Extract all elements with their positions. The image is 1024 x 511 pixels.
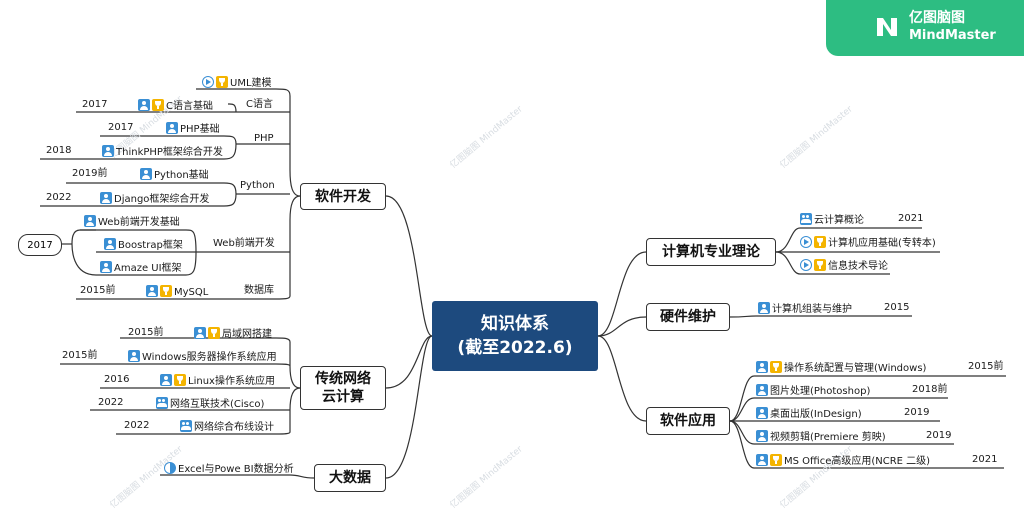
person-icon — [194, 327, 206, 339]
group-icon — [800, 213, 812, 225]
topic-php-basic[interactable]: PHP基础 — [166, 122, 220, 136]
branch-hardware[interactable]: 硬件维护 — [646, 303, 730, 331]
person-icon — [104, 238, 116, 250]
topic-uml[interactable]: UML建模 — [202, 76, 272, 90]
person-icon — [758, 302, 770, 314]
year-label: 2016 — [104, 374, 130, 385]
year-label: 2019前 — [72, 168, 108, 179]
trophy-icon — [770, 361, 782, 373]
play-circle-icon — [800, 259, 812, 271]
year-label: 2022 — [98, 397, 124, 408]
topic-lan[interactable]: 局域网搭建 — [194, 327, 272, 341]
branch-software-dev[interactable]: 软件开发 — [300, 183, 386, 210]
trophy-icon — [152, 99, 164, 111]
topic-premiere[interactable]: 视频剪辑(Premiere 剪映) — [756, 430, 886, 444]
branch-bigdata[interactable]: 大数据 — [314, 464, 386, 492]
trophy-icon — [174, 374, 186, 386]
year-label: 2015 — [884, 302, 910, 313]
topic-it-intro[interactable]: 信息技术导论 — [800, 259, 888, 273]
person-icon — [160, 374, 172, 386]
topic-python[interactable]: Python — [240, 180, 275, 191]
year-label: 2022 — [46, 192, 72, 203]
trophy-icon — [160, 285, 172, 297]
half-circle-icon — [164, 462, 176, 474]
person-icon — [756, 407, 768, 419]
year-label: 2021 — [972, 454, 998, 465]
topic-php[interactable]: PHP — [254, 133, 274, 144]
person-icon — [128, 350, 140, 362]
topic-python-basic[interactable]: Python基础 — [140, 168, 209, 182]
topic-amaze-ui[interactable]: Amaze UI框架 — [100, 261, 182, 275]
topic-cabling[interactable]: 网络综合布线设计 — [180, 420, 274, 434]
topic-django[interactable]: Django框架综合开发 — [100, 192, 209, 206]
topic-web-basic[interactable]: Web前端开发基础 — [84, 215, 180, 229]
person-icon — [84, 215, 96, 227]
person-icon — [138, 99, 150, 111]
person-icon — [756, 384, 768, 396]
topic-photoshop[interactable]: 图片处理(Photoshop) — [756, 384, 870, 398]
topic-c-basic[interactable]: C语言基础 — [138, 99, 213, 113]
topic-ms-office[interactable]: MS Office高级应用(NCRE 二级) — [756, 454, 930, 468]
year-label: 2017 — [108, 122, 134, 133]
topic-windows-server[interactable]: Windows服务器操作系统应用 — [128, 350, 277, 364]
trophy-icon — [814, 259, 826, 271]
person-icon — [756, 454, 768, 466]
year-label: 2021 — [898, 213, 924, 224]
topic-linux[interactable]: Linux操作系统应用 — [160, 374, 275, 388]
brand-badge: 亿图脑图 MindMaster — [826, 0, 1024, 56]
topic-bootstrap[interactable]: Boostrap框架 — [104, 238, 183, 252]
person-icon — [146, 285, 158, 297]
person-icon — [756, 430, 768, 442]
year-label: 2019 — [904, 407, 930, 418]
trophy-icon — [770, 454, 782, 466]
mindmaster-logo-icon — [877, 18, 897, 36]
year-label: 2022 — [124, 420, 150, 431]
year-label: 2017 — [82, 99, 108, 110]
person-icon — [166, 122, 178, 134]
brand-name-cn: 亿图脑图 — [909, 10, 965, 26]
play-circle-icon — [202, 76, 214, 88]
person-icon — [140, 168, 152, 180]
topic-cisco[interactable]: 网络互联技术(Cisco) — [156, 397, 264, 411]
topic-c-language[interactable]: C语言 — [246, 99, 273, 110]
topic-database[interactable]: 数据库 — [244, 285, 274, 296]
topic-computer-app-basic[interactable]: 计算机应用基础(专转本) — [800, 236, 936, 250]
topic-thinkphp[interactable]: ThinkPHP框架综合开发 — [102, 145, 223, 159]
branch-network-cloud[interactable]: 传统网络 云计算 — [300, 366, 386, 410]
person-icon — [100, 261, 112, 273]
year-label: 2015前 — [62, 350, 98, 361]
root-subtitle: (截至2022.6) — [457, 338, 573, 358]
year-label: 2018 — [46, 145, 72, 156]
branch-network-cloud-line1: 传统网络 — [315, 371, 371, 387]
group-icon — [156, 397, 168, 409]
trophy-icon — [814, 236, 826, 248]
group-icon — [180, 420, 192, 432]
play-circle-icon — [800, 236, 812, 248]
person-icon — [100, 192, 112, 204]
year-oval: 2017 — [18, 234, 62, 256]
topic-cloud-overview[interactable]: 云计算概论 — [800, 213, 864, 227]
brand-name-en: MindMaster — [909, 28, 996, 43]
trophy-icon — [216, 76, 228, 88]
root-topic[interactable]: 知识体系 (截至2022.6) — [432, 301, 598, 371]
root-title: 知识体系 — [481, 314, 549, 334]
person-icon — [102, 145, 114, 157]
year-label: 2018前 — [912, 384, 948, 395]
topic-indesign[interactable]: 桌面出版(InDesign) — [756, 407, 862, 421]
topic-assembly[interactable]: 计算机组装与维护 — [758, 302, 852, 316]
year-label: 2015前 — [80, 285, 116, 296]
year-label: 2015前 — [968, 361, 1004, 372]
topic-mysql[interactable]: MySQL — [146, 285, 208, 299]
branch-software-app[interactable]: 软件应用 — [646, 407, 730, 435]
topic-excel-powerbi[interactable]: Excel与Powe BI数据分析 — [164, 462, 294, 476]
year-label: 2015前 — [128, 327, 164, 338]
topic-web-frontend[interactable]: Web前端开发 — [213, 238, 275, 249]
branch-network-cloud-line2: 云计算 — [322, 389, 364, 405]
topic-os-config[interactable]: 操作系统配置与管理(Windows) — [756, 361, 926, 375]
branch-cs-theory[interactable]: 计算机专业理论 — [646, 238, 776, 266]
year-label: 2019 — [926, 430, 952, 441]
person-icon — [756, 361, 768, 373]
trophy-icon — [208, 327, 220, 339]
